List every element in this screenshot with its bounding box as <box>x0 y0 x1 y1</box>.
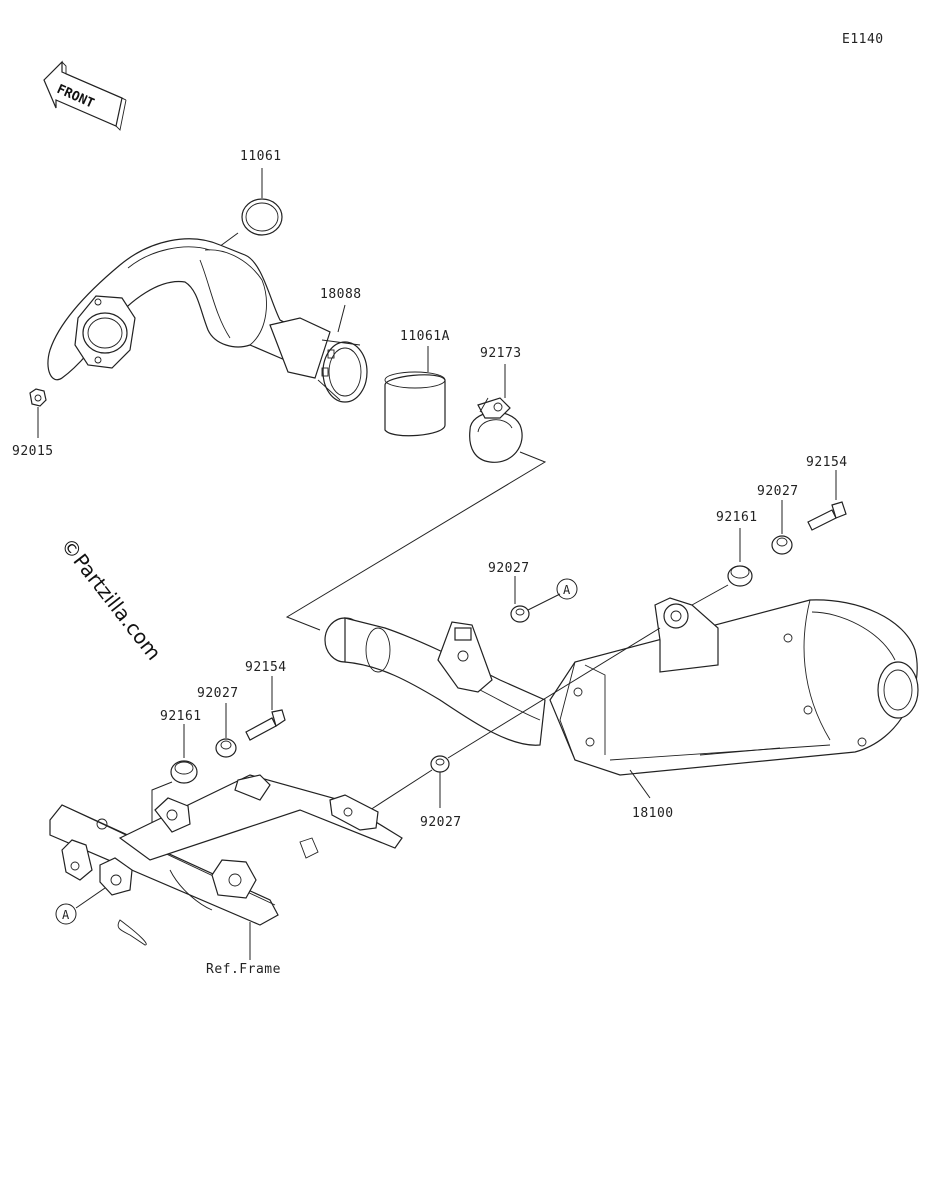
callout-92161-right: 92161 <box>716 510 758 525</box>
frame-reference <box>49 774 403 946</box>
muffler-18100[interactable] <box>324 597 919 776</box>
front-arrow-icon: FRONT <box>43 60 127 131</box>
grommet-92161-left[interactable] <box>170 760 198 784</box>
sleeve-11061A[interactable] <box>384 371 446 437</box>
callout-92027-mid: 92027 <box>488 561 530 576</box>
callout-92027-left: 92027 <box>197 686 239 701</box>
callout-92027-right: 92027 <box>757 484 799 499</box>
collar-92027-left[interactable] <box>215 738 237 758</box>
callout-92154-left: 92154 <box>245 660 287 675</box>
gasket-ring-11061[interactable] <box>241 198 283 236</box>
callout-92027-low: 92027 <box>420 815 462 830</box>
washer-92027-mid[interactable] <box>510 605 530 623</box>
header-pipe-18088[interactable] <box>47 238 368 403</box>
callout-18100: 18100 <box>632 806 674 821</box>
nut-92015[interactable] <box>29 388 47 407</box>
watermark-text: ©Partzilla.com <box>56 533 166 664</box>
diagram-code: E1140 <box>842 32 884 47</box>
callout-92015: 92015 <box>12 444 54 459</box>
collar-92027-right[interactable] <box>771 535 793 555</box>
callout-11061A: 11061A <box>400 329 450 344</box>
callout-92173: 92173 <box>480 346 522 361</box>
bolt-92154-left[interactable] <box>245 709 286 741</box>
grommet-92161-right[interactable] <box>727 565 753 587</box>
callout-92154-right: 92154 <box>806 455 848 470</box>
clamp-92173[interactable] <box>469 397 523 463</box>
bolt-92154-right[interactable] <box>807 501 847 531</box>
ref-a-top-label: A <box>563 583 571 597</box>
callout-18088: 18088 <box>320 287 362 302</box>
callout-92161-left: 92161 <box>160 709 202 724</box>
ref-a-bottom-label: A <box>62 908 70 922</box>
ref-a-top-marker: A <box>556 578 578 600</box>
washer-92027-low[interactable] <box>430 755 450 773</box>
ref-a-bottom-marker: A <box>55 903 77 925</box>
callout-11061: 11061 <box>240 149 282 164</box>
ref-frame-label: Ref.Frame <box>206 962 281 977</box>
